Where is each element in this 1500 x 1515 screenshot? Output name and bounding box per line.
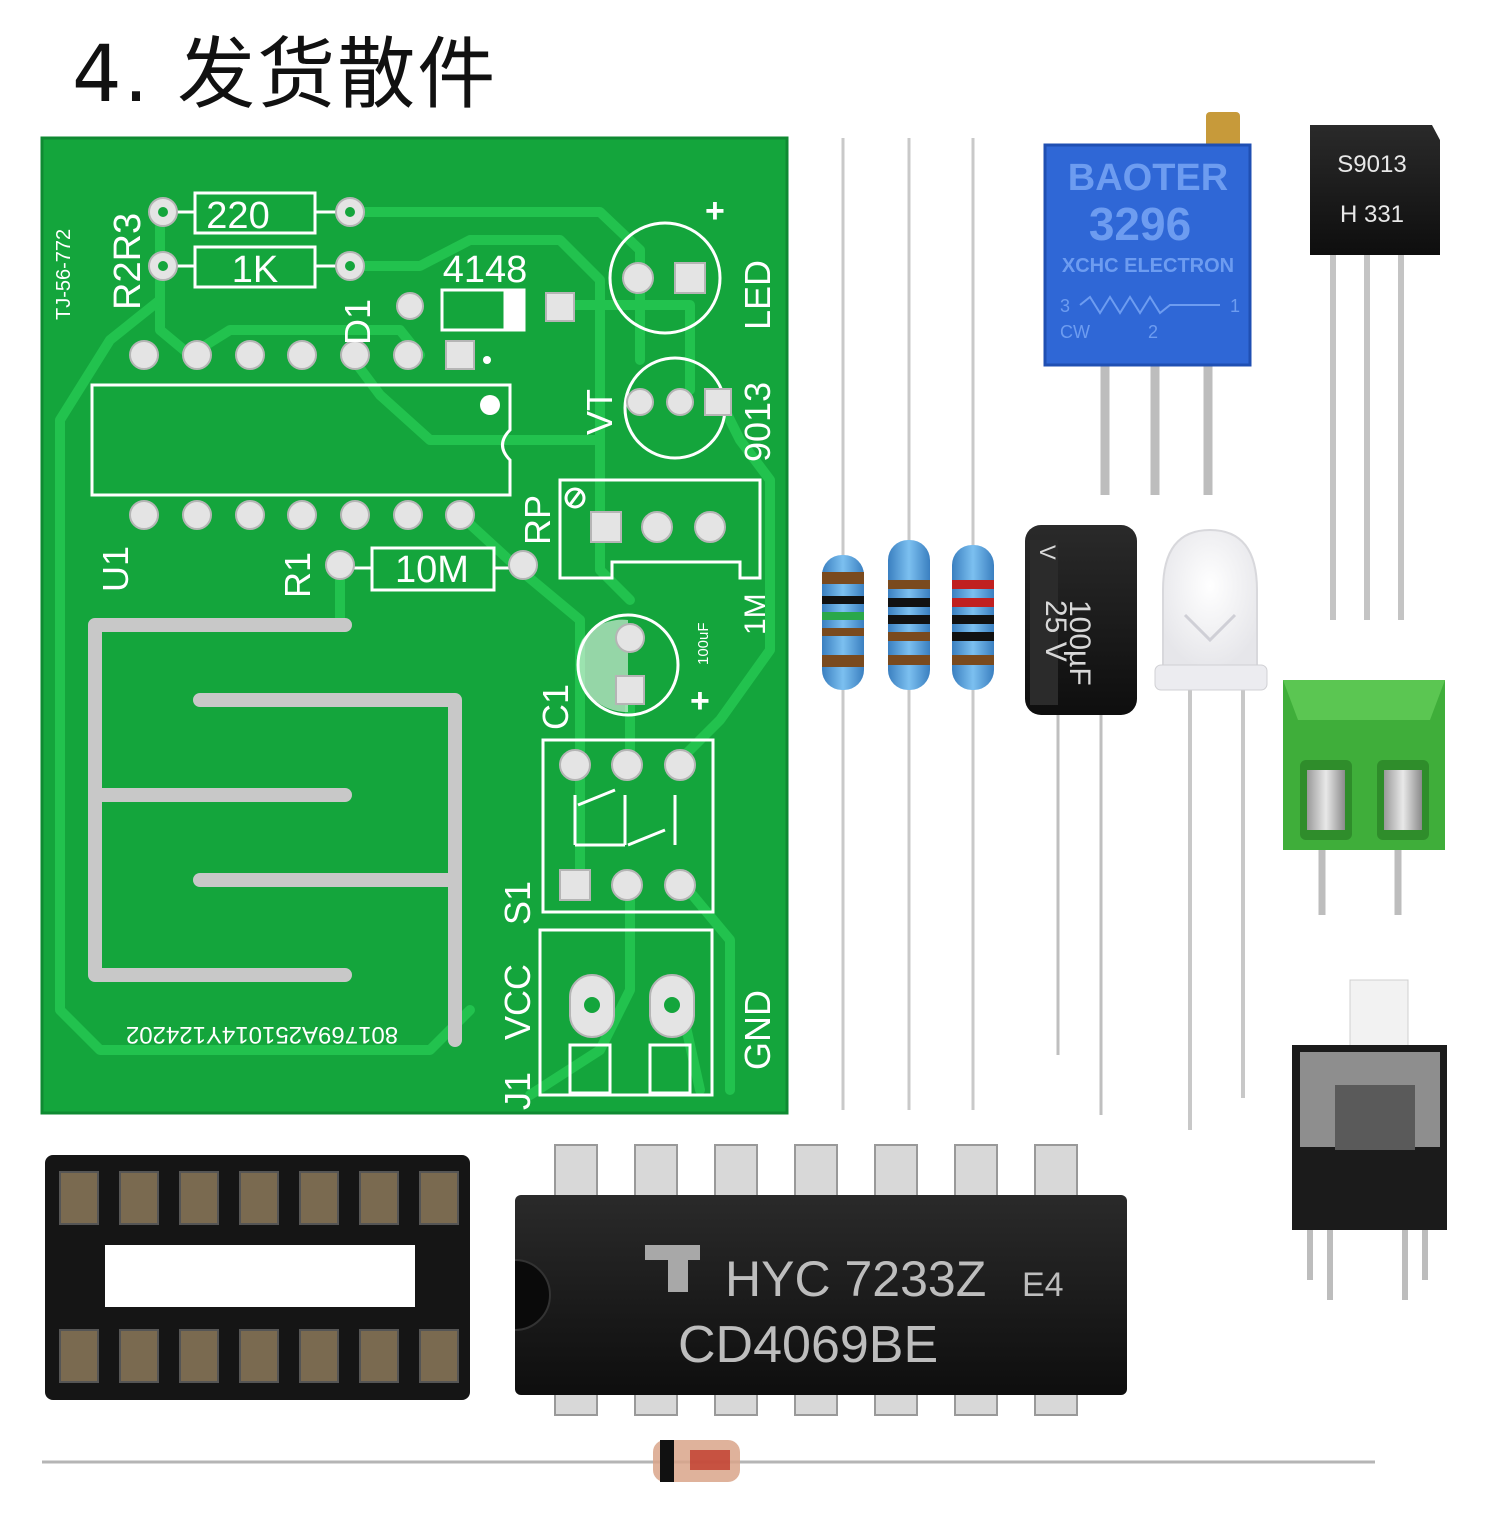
pcb-label-s1: S1 — [497, 881, 538, 925]
electrolytic-capacitor: 100µF 25 V V — [1025, 525, 1137, 1115]
pcb-label-vt: VT — [579, 389, 620, 435]
pcb-label-c1-value: 100uF — [695, 622, 712, 665]
pcb-label-gnd: GND — [737, 990, 778, 1070]
pcb-label-r1: R1 — [277, 552, 318, 598]
capacitor-value: 100µF — [1063, 600, 1096, 686]
trimmer-potentiometer: BAOTER 3296 XCHC ELECTRON 3 CW 2 1 — [1043, 112, 1252, 495]
ic-socket — [45, 1155, 470, 1400]
pcb-label-c1: C1 — [535, 684, 576, 730]
pcb-label-rp: RP — [517, 495, 558, 545]
pot-model: 3296 — [1089, 198, 1191, 250]
capacitor-voltage: 25 V — [1039, 600, 1072, 662]
resistor-r1 — [822, 138, 864, 1110]
pcb-label-vt-value: 9013 — [737, 382, 778, 462]
pcb-label-d1-value: 4148 — [443, 249, 528, 291]
pot-pin2: 2 — [1148, 322, 1158, 342]
resistor-r3 — [952, 138, 994, 1110]
pcb-label-c1-plus: + — [690, 682, 710, 720]
push-button-switch — [1292, 979, 1447, 1300]
pot-brand: BAOTER — [1068, 157, 1228, 199]
pcb-label-r3-value: 220 — [206, 195, 269, 237]
transistor-s9013: S9013 H 331 — [1310, 125, 1440, 620]
capacitor-mark: V — [1035, 545, 1060, 560]
pcb-label-r1-value: 10M — [395, 549, 469, 591]
ic-marking-1: HYC 7233Z — [725, 1251, 986, 1307]
transistor-marking-1: S9013 — [1337, 151, 1406, 178]
screw-terminal — [1283, 680, 1445, 915]
pcb-label-j1: J1 — [497, 1072, 538, 1110]
diode-1n4148 — [42, 1440, 1375, 1482]
pcb-label-u1: U1 — [95, 546, 136, 592]
pcb-traces — [55, 207, 775, 1100]
pcb-board-code: TJ-56-772 — [53, 229, 75, 320]
transistor-marking-2: H 331 — [1340, 201, 1404, 228]
ic-marking-2: CD4069BE — [678, 1316, 938, 1374]
pot-pin3: 3 — [1060, 296, 1070, 316]
pcb-label-r2-value: 1K — [232, 249, 278, 291]
ti-logo-icon — [645, 1245, 700, 1292]
page-title: 4. 发货散件 — [72, 30, 498, 120]
pcb-label-rp-value: 1M — [739, 593, 772, 635]
ic-marking-1b: E4 — [1022, 1266, 1064, 1304]
led — [1154, 528, 1268, 1130]
pcb-label-led-plus: + — [705, 192, 725, 230]
pcb-label-vcc: VCC — [497, 964, 538, 1040]
pot-pin1: 1 — [1230, 296, 1240, 316]
pot-cw: CW — [1060, 322, 1090, 342]
pcb-serial: 801769A251014Y124202 — [126, 1021, 398, 1048]
pot-maker: XCHC ELECTRON — [1062, 255, 1234, 277]
pcb-label-led: LED — [737, 260, 778, 330]
resistor-r2 — [888, 138, 930, 1110]
pcb-label-r2r3: R2R3 — [107, 213, 149, 310]
pcb-silkscreen — [90, 191, 762, 1097]
pcb-label-d1: D1 — [337, 299, 378, 345]
pcb-board: 220 1K 4148 10M + + R2R3 TJ-56-772 D1 LE… — [40, 136, 789, 1115]
ic-cd4069: HYC 7233Z E4 CD4069BE — [514, 1144, 1127, 1416]
pcb-antenna — [88, 618, 462, 1047]
